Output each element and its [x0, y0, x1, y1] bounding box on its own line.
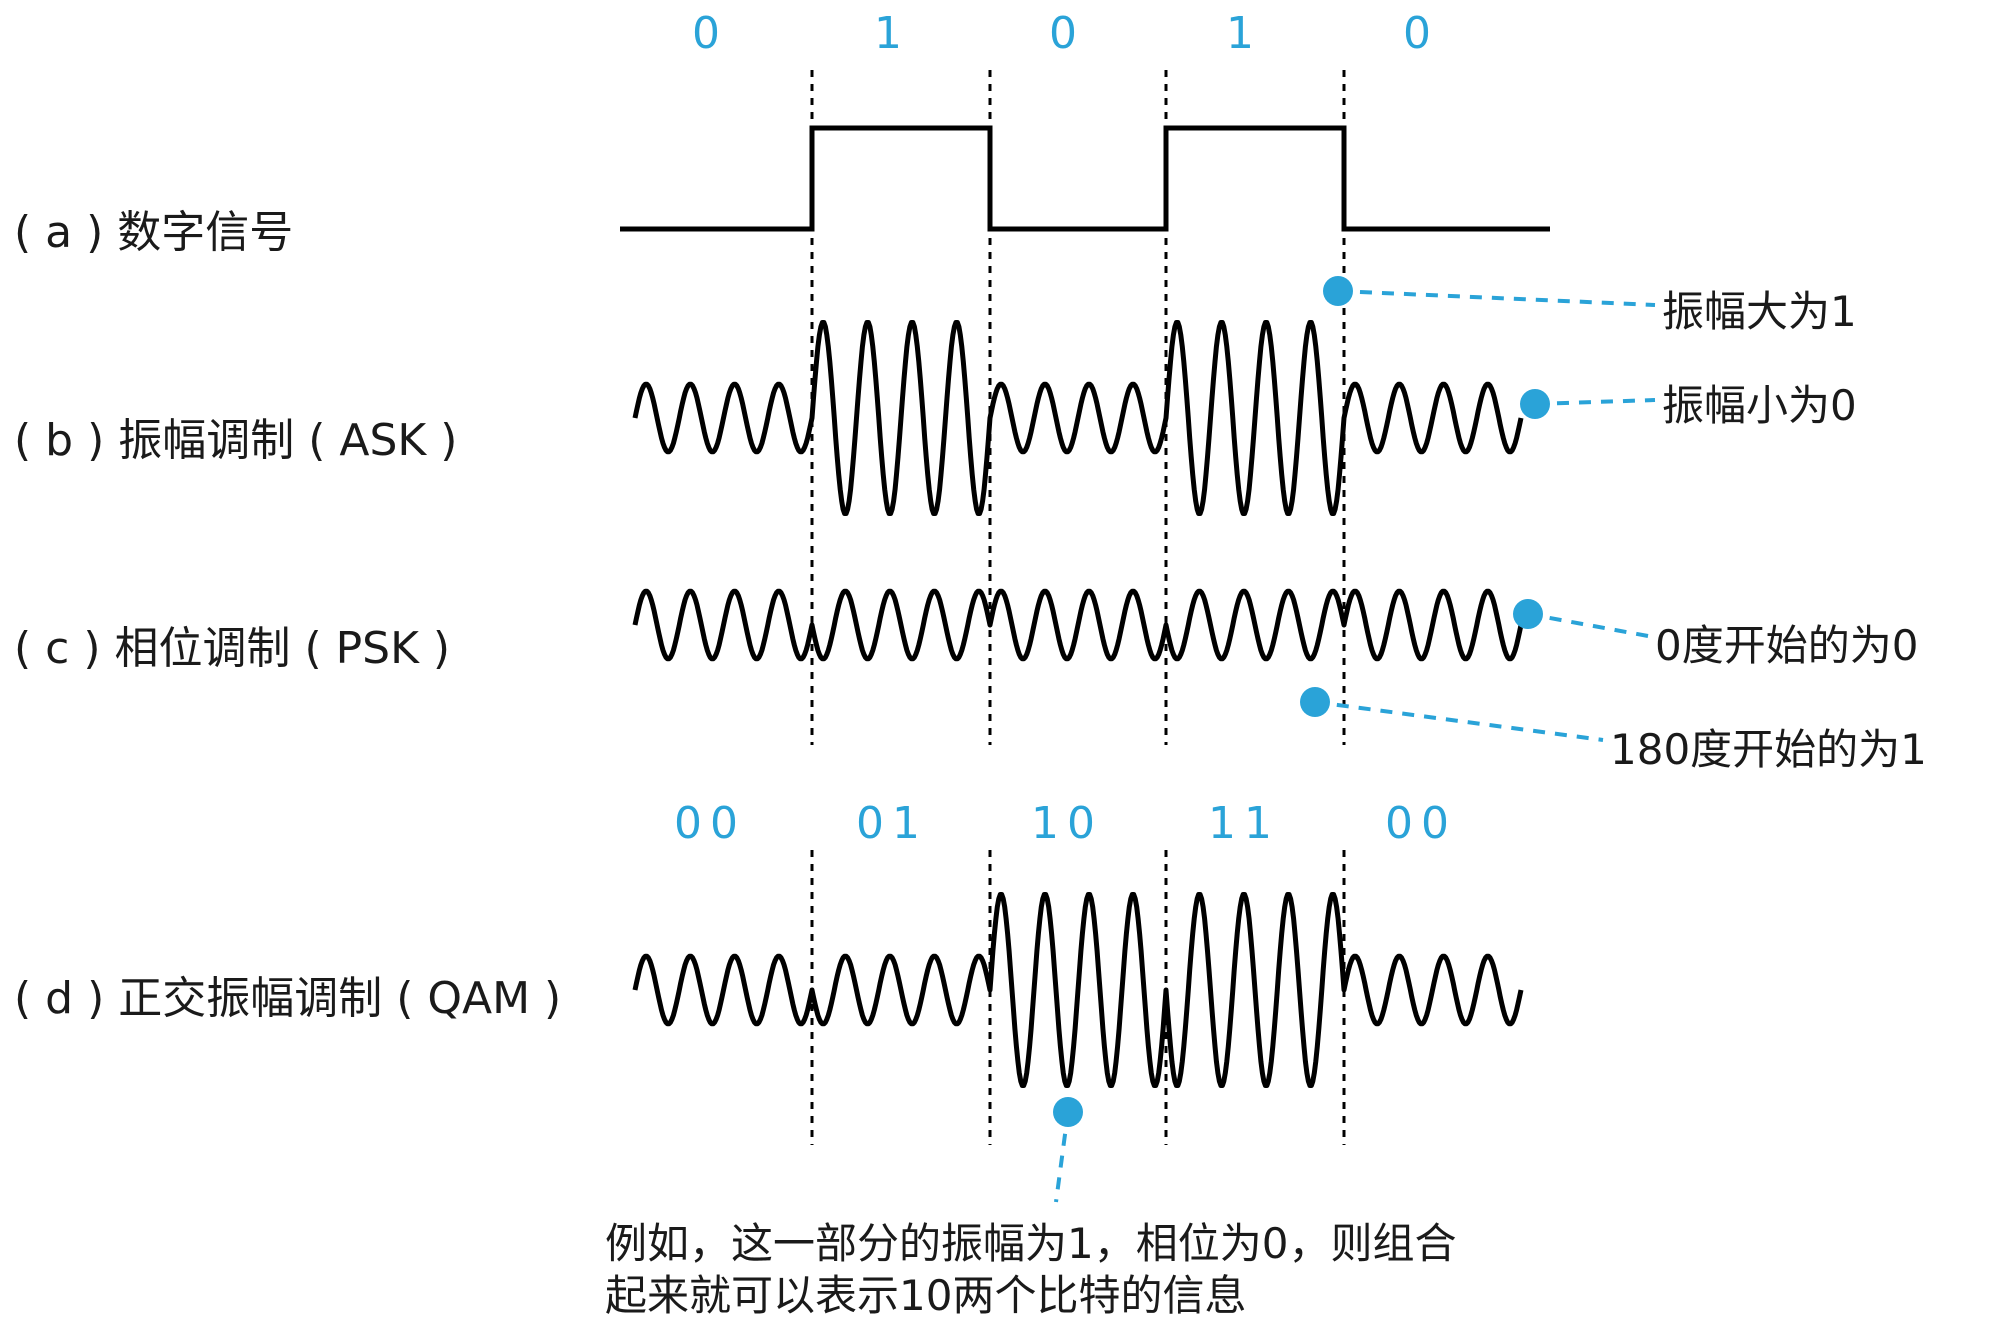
label-digital-signal: ( a ) 数字信号 — [14, 207, 294, 258]
caption-line-2: 起来就可以表示10两个比特的信息 — [605, 1271, 1247, 1320]
label-ask: ( b ) 振幅调制 ( ASK ) — [14, 415, 458, 466]
note-psk-one: 180度开始的为1 — [1610, 725, 1927, 774]
bit-label-1: 0 — [692, 8, 728, 59]
bit-label-5: 0 — [1403, 8, 1439, 59]
leader-psk-one — [1314, 700, 1604, 742]
note-psk-zero: 0度开始的为0 — [1655, 621, 1919, 670]
leader-ask-small — [1534, 398, 1656, 406]
dot-psk-one — [1300, 687, 1330, 717]
psk-wave — [632, 588, 1524, 662]
dot-psk-zero — [1513, 599, 1543, 629]
qam-wave — [632, 892, 1524, 1088]
leader-psk-zero — [1527, 612, 1649, 638]
qam-bit-label-5: 00 — [1385, 798, 1457, 849]
qam-bit-label-4: 11 — [1208, 798, 1280, 849]
waveforms — [620, 125, 1550, 1088]
ask-wave — [632, 320, 1524, 516]
label-qam: ( d ) 正交振幅调制 ( QAM ) — [14, 973, 562, 1024]
qam-bit-label-1: 00 — [674, 798, 746, 849]
dot-ask-small — [1520, 389, 1550, 419]
caption-line-1: 例如，这一部分的振幅为1，相位为0，则组合 — [605, 1219, 1457, 1268]
bit-label-4: 1 — [1226, 8, 1262, 59]
leader-qam-caption — [1054, 1111, 1070, 1203]
dot-ask-large — [1323, 276, 1353, 306]
digital-signal-wave — [620, 125, 1550, 232]
label-psk: ( c ) 相位调制 ( PSK ) — [14, 623, 451, 674]
qam-bit-label-2: 01 — [856, 798, 928, 849]
bit-label-3: 0 — [1049, 8, 1085, 59]
leader-ask-large — [1337, 289, 1656, 307]
bit-label-2: 1 — [874, 8, 910, 59]
note-ask-small: 振幅小为0 — [1662, 381, 1857, 430]
note-ask-large: 振幅大为1 — [1662, 287, 1857, 336]
dot-qam-caption — [1053, 1097, 1083, 1127]
qam-bit-label-3: 10 — [1031, 798, 1103, 849]
callout-leaders — [1053, 276, 1656, 1203]
